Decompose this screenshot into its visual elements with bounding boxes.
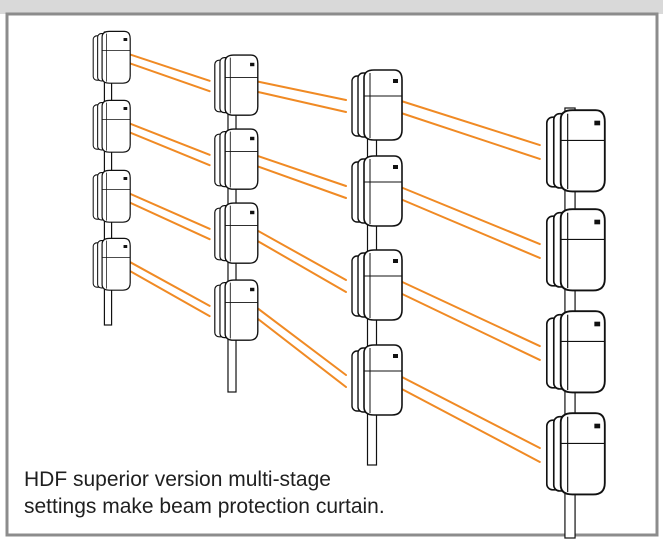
detector-indicator (594, 321, 601, 327)
caption: HDF superior version multi-stage setting… (24, 466, 385, 520)
beam-line (253, 79, 347, 101)
caption-line-1: HDF superior version multi-stage (24, 468, 331, 491)
detector-unit (92, 99, 131, 153)
beam-line (253, 153, 347, 187)
beams-group (126, 52, 541, 463)
beam-line (397, 291, 541, 361)
detector-front-cover (363, 344, 403, 416)
detector-front-cover (559, 208, 606, 292)
detector-front-cover (101, 30, 131, 84)
detector-unit (545, 310, 606, 394)
detector-unit (214, 202, 259, 264)
detector-indicator (123, 245, 128, 248)
detector-front-cover (224, 202, 259, 264)
beam-line (397, 279, 541, 348)
beam-line (126, 191, 211, 230)
beam-line (126, 121, 211, 156)
detector-unit (351, 155, 403, 227)
detector-indicator (250, 136, 255, 141)
beam-line (253, 227, 347, 281)
detector-unit (92, 30, 131, 84)
detector-indicator (393, 259, 398, 263)
beam-line (397, 386, 541, 463)
detector-unit (214, 128, 259, 190)
poles-group (103, 31, 576, 539)
detector-front-cover (101, 237, 131, 291)
detector-unit (351, 344, 403, 416)
detector-indicator (123, 177, 128, 180)
header-bar (0, 0, 663, 14)
detector-indicator (594, 219, 601, 225)
detector-front-cover (559, 412, 606, 496)
beam-line (126, 52, 211, 82)
detector-front-cover (559, 310, 606, 394)
detector-front-cover (363, 249, 403, 321)
detector-unit (545, 109, 606, 193)
beam-line (253, 304, 347, 376)
beam-line (253, 90, 347, 113)
frame-border (5, 12, 659, 537)
detector-indicator (594, 423, 601, 429)
detector-indicator (123, 38, 128, 41)
detector-indicator (594, 120, 601, 126)
detector-unit (351, 249, 403, 321)
detector-unit (92, 237, 131, 291)
detector-indicator (250, 287, 255, 292)
beam-line (397, 374, 541, 450)
detector-front-cover (224, 54, 259, 116)
detector-indicator (123, 107, 128, 110)
detector-front-cover (224, 128, 259, 190)
detector-indicator (393, 79, 398, 83)
beam-line (126, 200, 211, 241)
detector-front-cover (559, 109, 606, 193)
beam-line (126, 259, 211, 307)
beam-line (397, 99, 541, 147)
detector-unit (351, 69, 403, 141)
detector-unit (214, 279, 259, 341)
detector-front-cover (101, 169, 131, 223)
detector-indicator (250, 210, 255, 215)
detector-indicator (393, 354, 398, 358)
beam-line (253, 315, 347, 388)
beam-line (397, 185, 541, 246)
detectors-group (92, 30, 606, 496)
detector-indicator (250, 62, 255, 67)
detector-unit (214, 54, 259, 116)
beam-line (253, 164, 347, 199)
caption-line-2: settings make beam protection curtain. (24, 495, 385, 518)
detector-unit (545, 412, 606, 496)
detector-unit (92, 169, 131, 223)
detector-indicator (393, 165, 398, 169)
detector-unit (545, 208, 606, 292)
beam-line (253, 238, 347, 293)
detector-front-cover (363, 69, 403, 141)
beam-line (397, 111, 541, 160)
beam-line (397, 197, 541, 259)
beam-line (126, 130, 211, 167)
detector-front-cover (101, 99, 131, 153)
detector-front-cover (363, 155, 403, 227)
beam-line (126, 61, 211, 93)
beam-line (126, 268, 211, 318)
detector-front-cover (224, 279, 259, 341)
